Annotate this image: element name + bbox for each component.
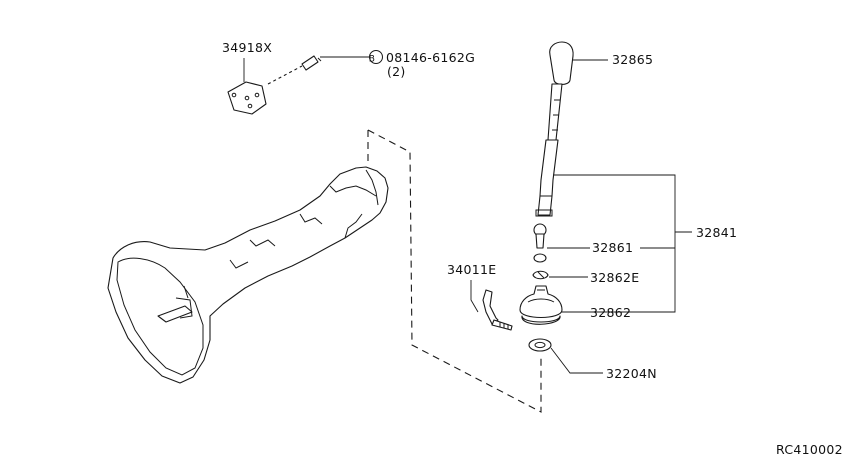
part-32862e-clip bbox=[532, 270, 588, 280]
label-32861: 32861 bbox=[592, 240, 633, 255]
label-32841: 32841 bbox=[696, 225, 737, 240]
label-bolt-qty: (2) bbox=[387, 64, 406, 79]
part-32861-bushing bbox=[533, 247, 675, 263]
label-32862: 32862 bbox=[590, 305, 631, 320]
label-34918x: 34918X bbox=[222, 40, 272, 55]
bolt-marker-circle bbox=[369, 50, 383, 64]
part-34011e-cable bbox=[470, 280, 513, 331]
label-32865: 32865 bbox=[612, 52, 653, 67]
transmission-housing bbox=[107, 166, 389, 384]
part-bolt-08146-6162g bbox=[267, 50, 383, 85]
label-08146-6162g: 08146-6162G bbox=[386, 50, 475, 65]
part-34918x-cover-plate bbox=[227, 58, 267, 115]
reference-code: RC410002 bbox=[776, 442, 843, 457]
bracket-32841 bbox=[553, 174, 676, 313]
part-32865-shift-knob bbox=[549, 41, 574, 86]
label-32204n: 32204N bbox=[606, 366, 657, 381]
label-bolt-marker: B bbox=[369, 55, 375, 65]
part-32204n-ring bbox=[528, 338, 603, 374]
part-32841-shift-lever bbox=[533, 41, 692, 313]
label-32862e: 32862E bbox=[590, 270, 639, 285]
mounting-dashed-outline bbox=[367, 129, 542, 413]
label-34011e: 34011E bbox=[447, 262, 496, 277]
part-32862-boot-seat bbox=[519, 285, 675, 325]
